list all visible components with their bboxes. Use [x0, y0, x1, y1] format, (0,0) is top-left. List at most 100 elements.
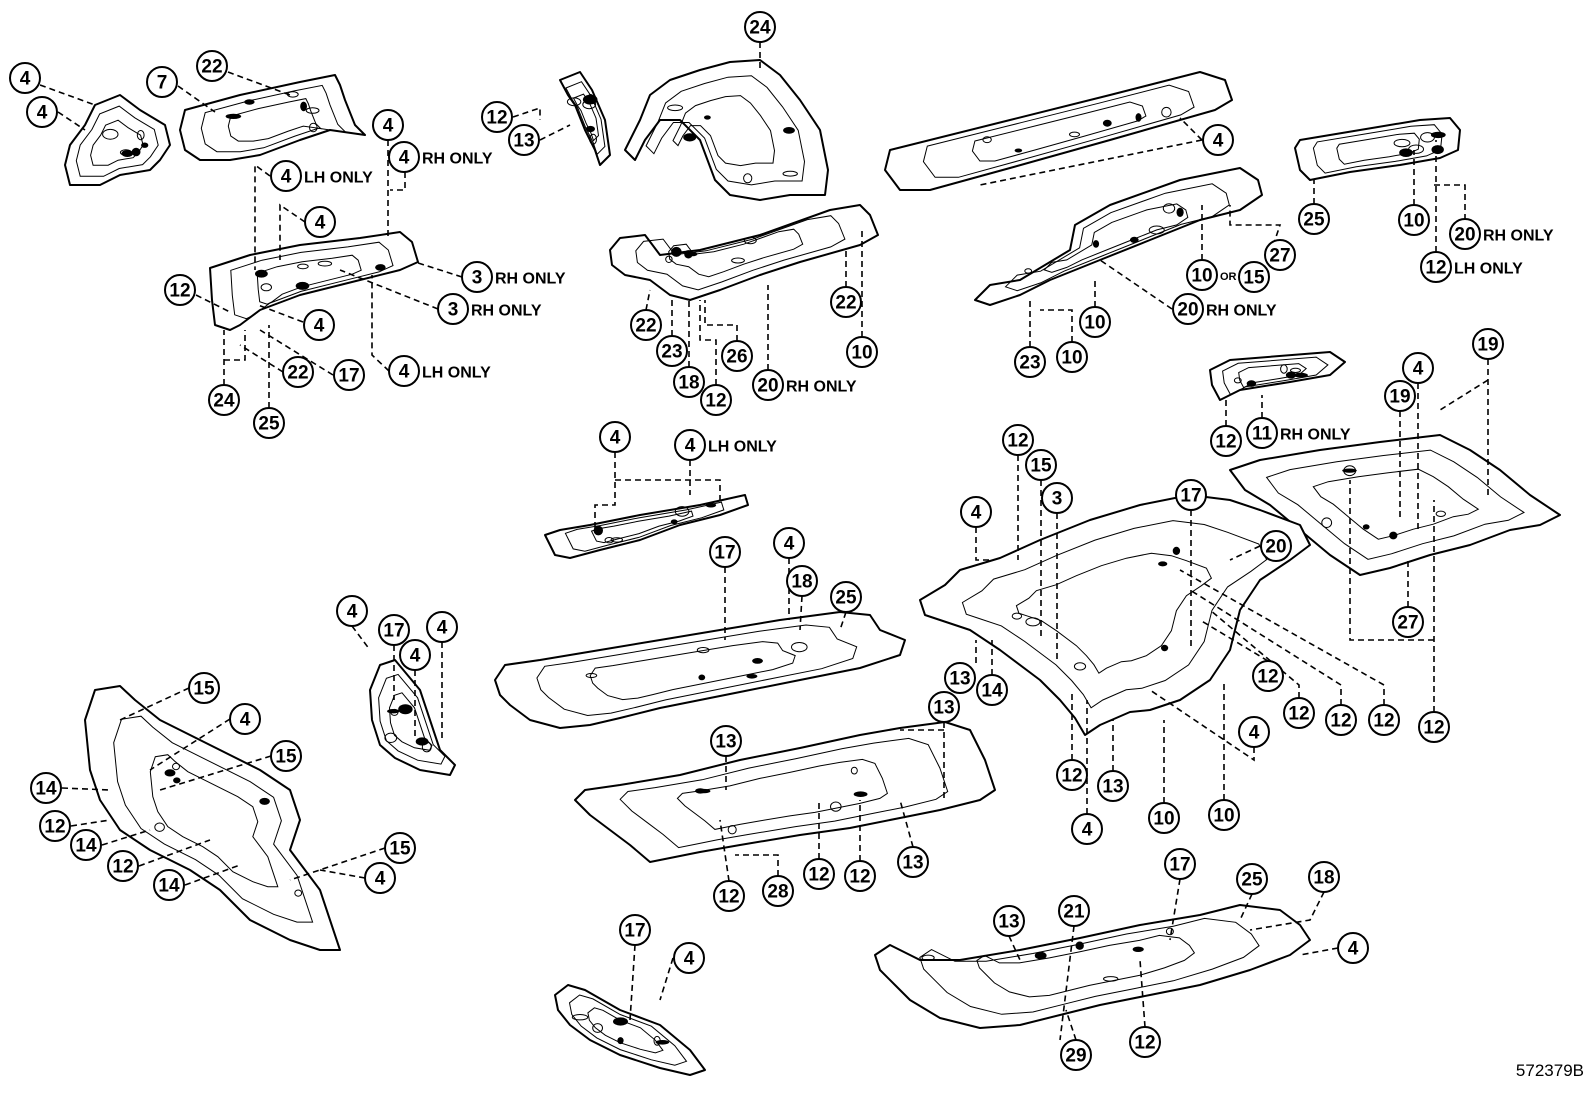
callout-14: 14	[70, 829, 102, 861]
callout-number: 12	[112, 857, 133, 878]
panel-hole	[131, 147, 141, 157]
callout-number: 12	[849, 867, 870, 888]
leader-line	[57, 111, 86, 131]
callout-number: 22	[635, 316, 656, 337]
callout-circle	[229, 703, 261, 735]
callout-21: 21	[1058, 895, 1090, 927]
panel-hole	[1025, 617, 1041, 627]
callout-circle	[1210, 425, 1242, 457]
callout-12: 12	[1129, 1026, 1161, 1058]
callout-number: 17	[338, 366, 359, 387]
panel-hole	[1161, 106, 1172, 118]
panel-hole	[587, 94, 594, 101]
callout-circle	[656, 335, 688, 367]
callout-number: 19	[1389, 387, 1410, 408]
callout-circle	[1420, 251, 1452, 283]
callout-10: 10	[846, 336, 878, 368]
callout-number: 12	[1373, 711, 1394, 732]
leader-line	[1040, 309, 1073, 342]
panel-hole	[746, 674, 758, 679]
callout-4: 4	[1202, 124, 1234, 156]
callout-27: 27	[1264, 239, 1296, 271]
panel-contour	[113, 715, 314, 923]
callout-10: 10	[1208, 799, 1240, 831]
panel-hole	[1103, 976, 1119, 982]
callout-circle	[976, 674, 1008, 706]
leader-line	[975, 527, 990, 561]
leader-line	[1179, 569, 1385, 705]
callout-circle	[9, 62, 41, 94]
panel-hole	[783, 126, 795, 134]
callout-19: 19	[1384, 380, 1416, 412]
panel-hole	[136, 130, 145, 141]
callout-4: 4	[773, 527, 805, 559]
callout-circle	[786, 565, 818, 597]
leader-line	[195, 294, 231, 313]
leader-line	[289, 847, 386, 881]
panel-hole	[1362, 524, 1370, 530]
panel-hole	[255, 269, 268, 278]
callout-number: 22	[287, 363, 308, 384]
callout-circle	[710, 725, 742, 757]
panel-hole	[297, 263, 309, 270]
leader-line	[1189, 589, 1342, 705]
callout-4: 4	[26, 96, 58, 128]
callout-circle	[1172, 293, 1204, 325]
callout-4: 4	[9, 62, 41, 94]
callout-number: 3	[1052, 489, 1063, 510]
panel-contour	[1336, 132, 1420, 165]
callout-number: 13	[998, 912, 1019, 933]
callout-number: 15	[1030, 456, 1052, 477]
callout-15: 15	[270, 740, 302, 772]
callout-number: 4	[375, 869, 386, 890]
leader-line	[70, 819, 111, 827]
callout-circle	[481, 101, 513, 133]
callout-12: 12	[39, 810, 71, 842]
callout-10: 10	[1079, 306, 1111, 338]
callout-note: RH ONLY	[786, 379, 857, 396]
panel-hole	[141, 142, 149, 148]
callout-circle	[303, 309, 335, 341]
panel-hole	[684, 250, 693, 259]
leader-line	[1430, 184, 1466, 235]
callout-number: 13	[1102, 777, 1123, 798]
callout-number: 25	[258, 414, 280, 435]
leader-line	[1059, 925, 1075, 1041]
panel-hole	[1135, 113, 1142, 122]
panel-hole	[731, 257, 745, 264]
panel-contour	[149, 754, 279, 888]
panel-contour	[1004, 183, 1230, 292]
callout-12: 12	[1210, 425, 1242, 457]
panel-hole	[582, 99, 597, 110]
leader-line	[224, 330, 246, 361]
callout-number: 10	[1084, 313, 1105, 334]
leader-line	[1179, 117, 1203, 141]
callout-circle	[713, 880, 745, 912]
callout-circle	[384, 832, 416, 864]
callout-circle	[1236, 863, 1268, 895]
callout-number: 4	[281, 167, 292, 188]
callout-12: 12	[713, 880, 745, 912]
callout-circle	[208, 384, 240, 416]
callout-25: 25	[1236, 863, 1268, 895]
callout-circle	[1025, 449, 1057, 481]
callout-circle	[1079, 306, 1111, 338]
callout-4: 4	[1238, 716, 1270, 748]
callout-circle	[153, 869, 185, 901]
panel-details	[75, 75, 1525, 1066]
callout-number: 13	[902, 853, 923, 874]
panel-contour	[619, 737, 949, 849]
callout-circle	[1056, 341, 1088, 373]
callout-17: 17	[1164, 848, 1196, 880]
callout-circle	[1175, 479, 1207, 511]
panel-hole	[1342, 468, 1357, 473]
leader-line	[735, 854, 779, 876]
callout-number: 12	[1134, 1033, 1155, 1054]
panel-hole	[1075, 941, 1084, 950]
callout-17: 17	[378, 614, 410, 646]
leader-line	[699, 300, 717, 385]
